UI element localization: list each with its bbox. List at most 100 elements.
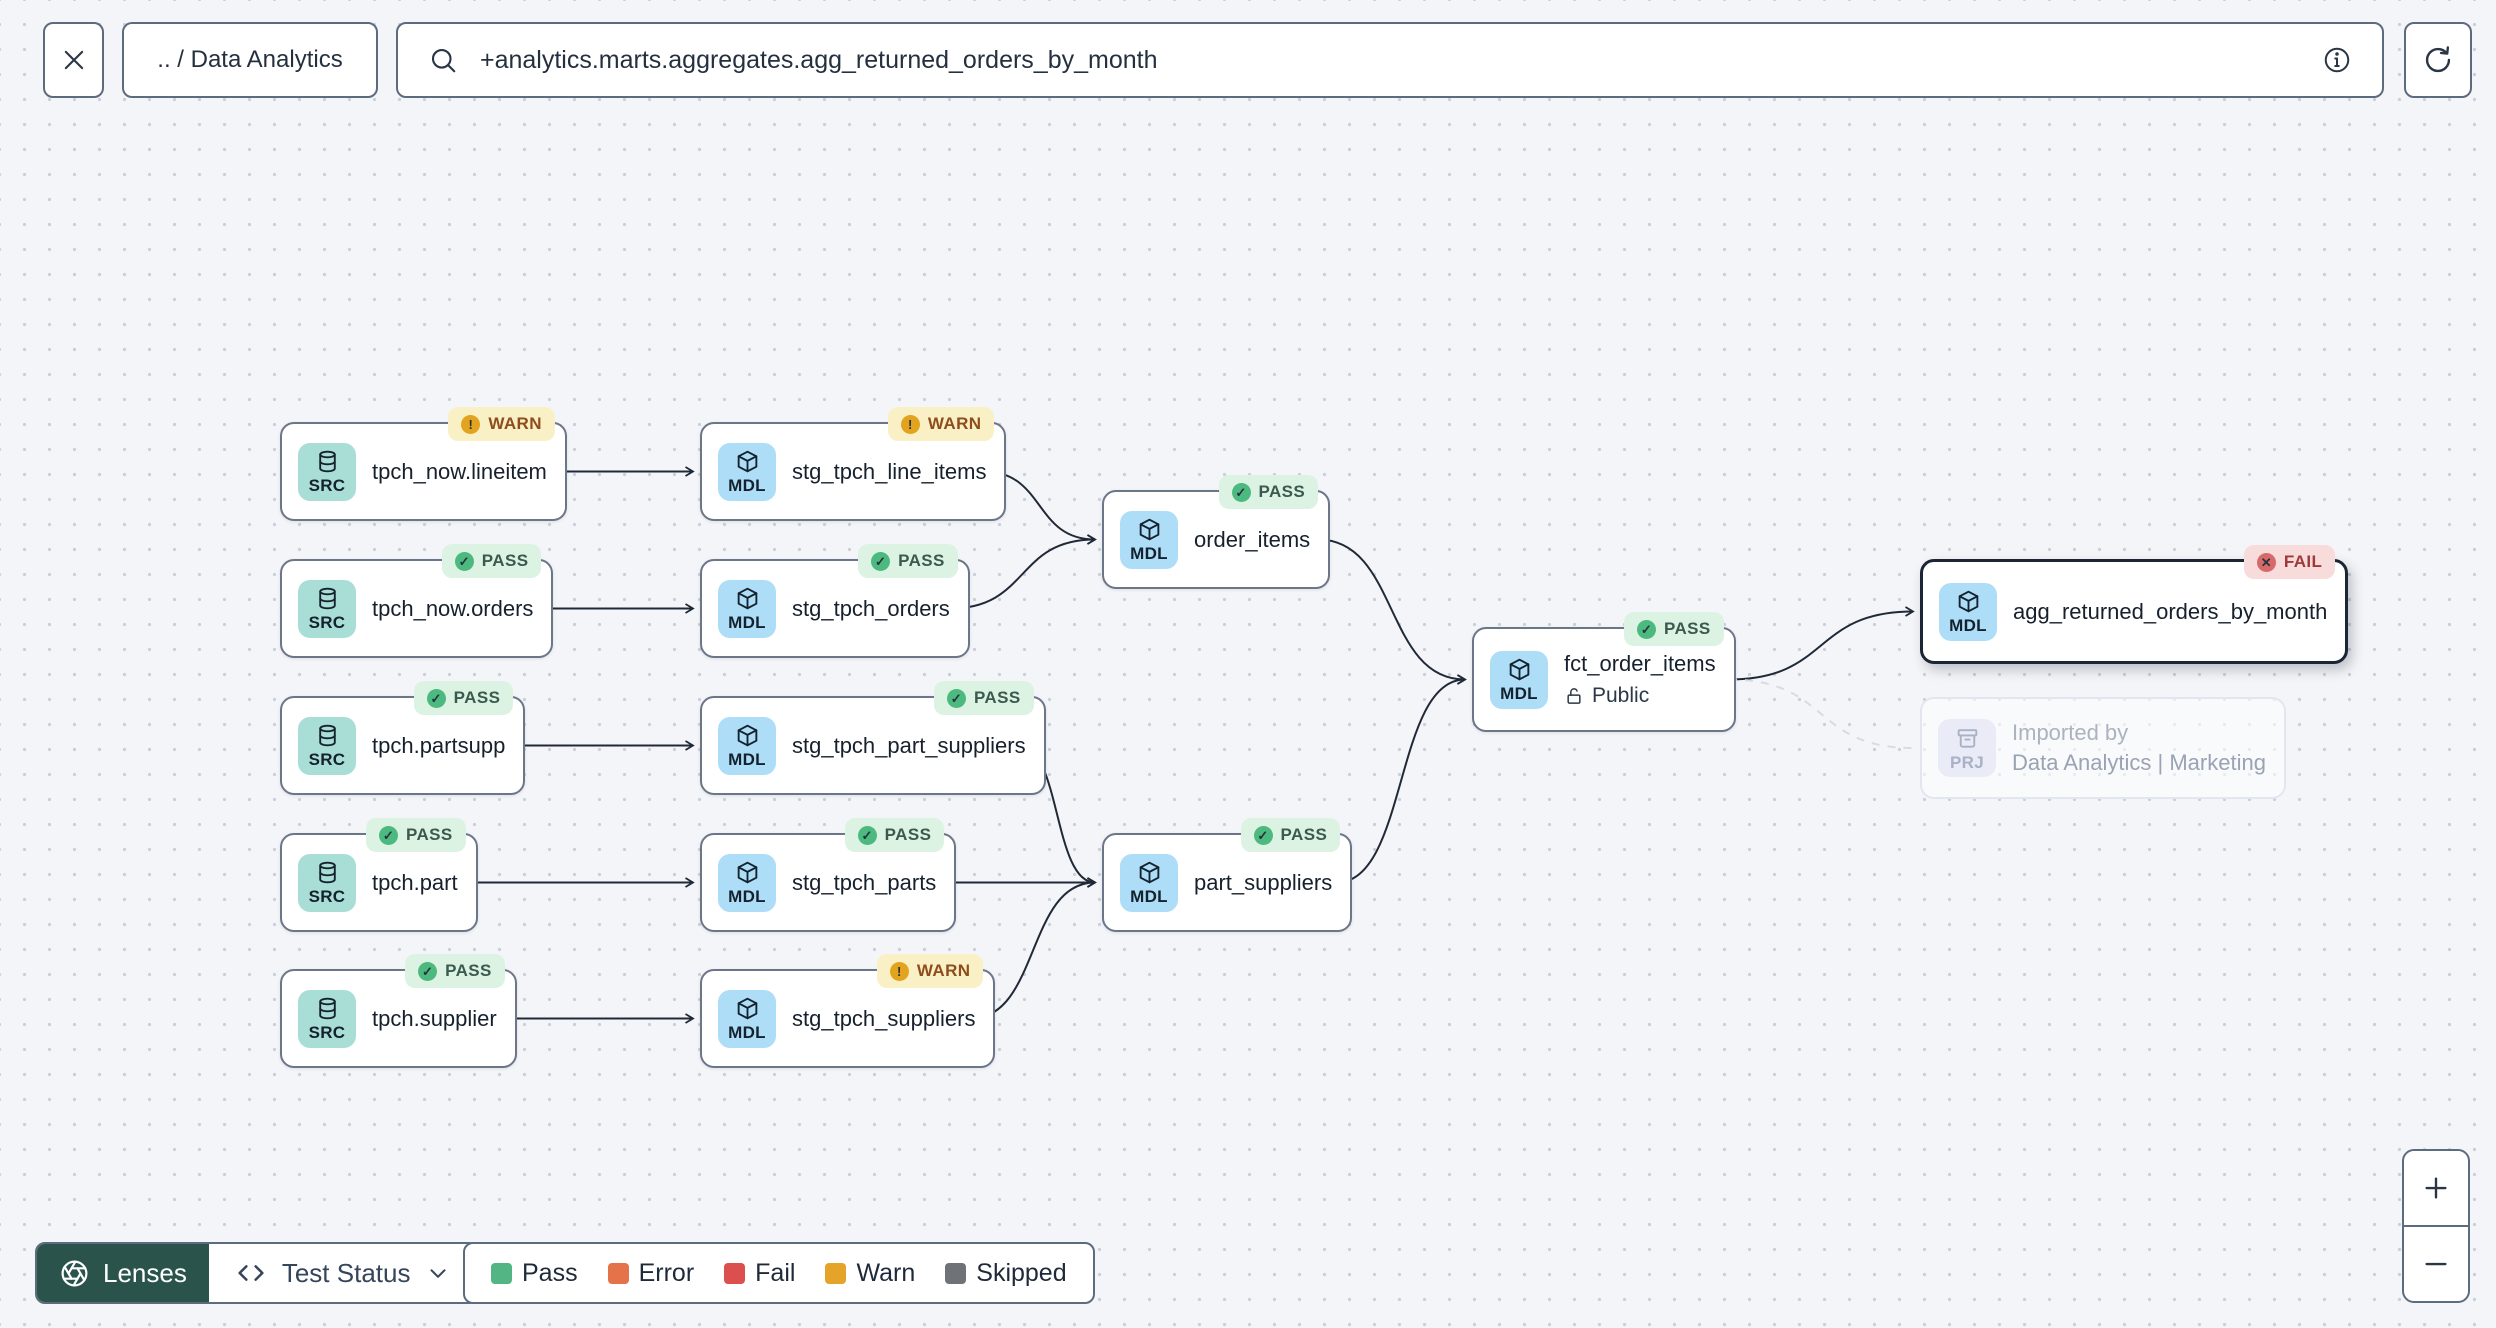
package-icon xyxy=(735,996,760,1021)
node-type-chip: MDL xyxy=(1939,582,1997,641)
code-icon xyxy=(235,1257,267,1289)
info-icon[interactable] xyxy=(2322,45,2352,75)
search-bar[interactable] xyxy=(396,22,2384,98)
node-label: order_items xyxy=(1194,526,1311,552)
node-label: stg_tpch_part_suppliers xyxy=(792,732,1026,758)
status-badge: ✓PASS xyxy=(413,681,514,715)
status-badge: ✓PASS xyxy=(1240,818,1341,852)
node-label: part_suppliers xyxy=(1194,869,1333,895)
database-icon xyxy=(315,996,340,1021)
status-badge: ✓PASS xyxy=(365,818,466,852)
package-icon xyxy=(735,449,760,474)
search-icon xyxy=(428,45,458,75)
legend-swatch xyxy=(945,1262,967,1284)
node-label: stg_tpch_orders xyxy=(792,595,950,621)
package-icon xyxy=(1956,589,1981,614)
package-icon xyxy=(735,860,760,885)
node-label: tpch.supplier xyxy=(372,1005,497,1031)
node-type-chip: SRC xyxy=(298,579,356,638)
node-type-chip: SRC xyxy=(298,853,356,912)
legend-item-skipped: Skipped xyxy=(945,1259,1067,1288)
legend-item-warn: Warn xyxy=(825,1259,915,1288)
database-icon xyxy=(315,860,340,885)
zoom-out-button[interactable] xyxy=(2404,1225,2468,1301)
node-stg_tpch_line_items[interactable]: MDL stg_tpch_line_items !WARN xyxy=(700,407,1007,521)
breadcrumb[interactable]: .. / Data Analytics xyxy=(122,22,378,98)
node-tpch_now_orders[interactable]: SRC tpch_now.orders ✓PASS xyxy=(280,544,554,658)
node-label: tpch.part xyxy=(372,869,458,895)
node-label: tpch_now.orders xyxy=(372,595,534,621)
legend-swatch xyxy=(724,1262,746,1284)
node-type-chip: MDL xyxy=(718,989,776,1048)
node-imported_project[interactable]: PRJ Imported by Data Analytics | Marketin… xyxy=(1920,697,2286,799)
close-icon xyxy=(60,46,88,74)
node-type-chip: SRC xyxy=(298,716,356,775)
legend-swatch xyxy=(825,1262,847,1284)
node-type-chip: MDL xyxy=(718,716,776,775)
package-icon xyxy=(1507,657,1532,682)
node-type-chip: MDL xyxy=(1490,650,1548,709)
status-badge: ✓PASS xyxy=(858,544,958,578)
lenses-control: Lenses Test Status xyxy=(35,1242,480,1304)
aperture-icon xyxy=(59,1258,90,1289)
node-label: tpch.partsupp xyxy=(372,732,506,758)
node-label: Data Analytics | Marketing xyxy=(2012,750,2266,775)
lens-selector[interactable]: Test Status xyxy=(208,1244,478,1302)
node-tpch_supplier[interactable]: SRC tpch.supplier ✓PASS xyxy=(280,954,517,1068)
package-icon xyxy=(735,723,760,748)
database-icon xyxy=(315,723,340,748)
archive-icon xyxy=(1955,726,1980,751)
package-icon xyxy=(735,586,760,611)
zoom-controls xyxy=(2402,1149,2470,1303)
lenses-button[interactable]: Lenses xyxy=(37,1244,209,1302)
status-badge: ✓PASS xyxy=(1218,475,1319,509)
node-label: tpch_now.lineitem xyxy=(372,458,547,484)
legend-item-fail: Fail xyxy=(724,1259,795,1288)
node-label: stg_tpch_suppliers xyxy=(792,1005,976,1031)
legend-swatch xyxy=(607,1262,629,1284)
legend-item-pass: Pass xyxy=(491,1259,578,1288)
zoom-in-button[interactable] xyxy=(2404,1151,2468,1225)
status-badge: ✕FAIL xyxy=(2243,545,2336,579)
refresh-icon xyxy=(2422,44,2454,76)
node-tpch_part[interactable]: SRC tpch.part ✓PASS xyxy=(280,818,478,932)
node-stg_tpch_suppliers[interactable]: MDL stg_tpch_suppliers !WARN xyxy=(700,954,996,1068)
node-type-chip: MDL xyxy=(1120,853,1178,912)
node-type-chip: MDL xyxy=(718,853,776,912)
database-icon xyxy=(315,586,340,611)
node-tpch_now_lineitem[interactable]: SRC tpch_now.lineitem !WARN xyxy=(280,407,567,521)
node-visibility: Public xyxy=(1564,684,1716,708)
chevron-down-icon xyxy=(425,1260,451,1286)
node-label: stg_tpch_parts xyxy=(792,869,937,895)
node-order_items[interactable]: MDL order_items ✓PASS xyxy=(1102,475,1331,589)
node-stg_tpch_part_suppliers[interactable]: MDL stg_tpch_part_suppliers ✓PASS xyxy=(700,681,1046,795)
node-subtitle: Imported by xyxy=(2012,720,2129,745)
status-badge: !WARN xyxy=(887,407,995,441)
node-type-chip: MDL xyxy=(718,442,776,501)
package-icon xyxy=(1137,860,1162,885)
refresh-button[interactable] xyxy=(2404,22,2472,98)
lock-open-icon xyxy=(1564,686,1584,706)
breadcrumb-label: .. / Data Analytics xyxy=(157,46,343,73)
status-badge: !WARN xyxy=(448,407,555,441)
node-stg_tpch_orders[interactable]: MDL stg_tpch_orders ✓PASS xyxy=(700,544,970,658)
node-type-chip: SRC xyxy=(298,442,356,501)
package-icon xyxy=(1137,517,1162,542)
node-stg_tpch_parts[interactable]: MDL stg_tpch_parts ✓PASS xyxy=(700,818,957,932)
status-badge: ✓PASS xyxy=(441,544,542,578)
close-button[interactable] xyxy=(43,22,104,98)
node-part_suppliers[interactable]: MDL part_suppliers ✓PASS xyxy=(1102,818,1353,932)
search-input[interactable] xyxy=(478,44,2302,76)
status-badge: ✓PASS xyxy=(933,681,1034,715)
node-tpch_partsupp[interactable]: SRC tpch.partsupp ✓PASS xyxy=(280,681,526,795)
legend-swatch xyxy=(491,1262,512,1284)
node-type-chip: PRJ xyxy=(1938,719,1996,777)
lenses-label: Lenses xyxy=(103,1257,187,1288)
status-badge: !WARN xyxy=(876,954,984,988)
node-agg_returned_orders_by_month[interactable]: MDL agg_returned_orders_by_month ✕FAIL xyxy=(1920,545,2349,664)
lens-selector-label: Test Status xyxy=(281,1257,411,1288)
